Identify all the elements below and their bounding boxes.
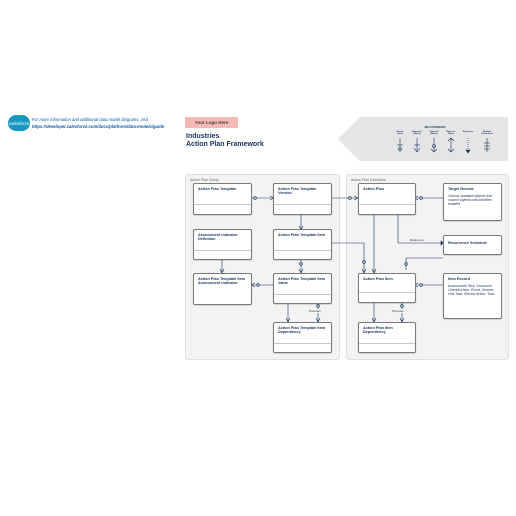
- entity-action-plan[interactable]: Action Plan: [358, 183, 416, 215]
- entity-assessment-indicator-definition[interactable]: Assessment Indicator Definition: [193, 229, 252, 260]
- entity-action-plan-template-item-assessment-indicator[interactable]: Action Plan Template Item Assessment Ind…: [193, 273, 252, 305]
- logo-text: salesforce: [8, 120, 30, 126]
- legend-item-label: Reference: [462, 131, 474, 133]
- info-link[interactable]: https://developer.salesforce.com/docs/pl…: [32, 124, 165, 129]
- entity-recurrence-schedule[interactable]: Recurrence Schedule: [443, 235, 502, 255]
- legend: [362, 117, 508, 161]
- entity-name: Action Plan Item: [363, 276, 393, 281]
- entity-divider: [274, 294, 331, 295]
- entity-action-plan-item-dependency[interactable]: Action Plan Item Dependency: [358, 322, 416, 353]
- entity-action-plan-template[interactable]: Action Plan Template: [193, 183, 252, 215]
- entity-name: Action Plan Template Item Assessment Ind…: [198, 276, 246, 286]
- exec-previous-label: Previous: [392, 309, 404, 313]
- entity-name: Target Record: [448, 186, 474, 191]
- page-title: Action Plan Framework: [186, 141, 264, 148]
- legend-item-label: Parent (One): [396, 131, 404, 135]
- setup-panel-label: Action Plan Setup: [190, 178, 219, 182]
- reference-label: Reference: [410, 238, 424, 242]
- entity-name: Assessment Indicator Definition: [198, 232, 238, 242]
- salesforce-logo: salesforce: [8, 115, 30, 131]
- title-line-1: Industries: [186, 133, 220, 140]
- entity-action-plan-template-item-dependency[interactable]: Action Plan Template Item Dependency: [273, 322, 332, 353]
- item-record-note: Assessment Task, Document Checklist Item…: [448, 284, 495, 297]
- entity-target-record[interactable]: Target Record Various standard objects a…: [443, 183, 502, 221]
- legend-item-label: Many-to- Many: [446, 131, 456, 135]
- entity-name: Action Plan Template Item Dependency: [278, 325, 326, 335]
- entity-name: Action Plan Template Version: [278, 186, 317, 196]
- entity-action-plan-template-version[interactable]: Action Plan Template Version: [273, 183, 332, 215]
- legend-item-label: Required (Many): [412, 131, 422, 135]
- entity-divider: [274, 250, 331, 251]
- entity-action-plan-template-item-value[interactable]: Action Plan Template Item Value: [273, 273, 332, 304]
- entity-divider: [359, 204, 415, 205]
- entity-divider: [359, 343, 415, 344]
- setup-previous-label: Previous: [309, 309, 321, 313]
- legend-title: RELATIONSHIPS: [424, 126, 446, 129]
- entity-name: Action Plan Template Item Value: [278, 276, 326, 286]
- entity-name: Recurrence Schedule: [448, 241, 487, 245]
- info-line-1: For more information and additional data…: [32, 117, 148, 122]
- entity-action-plan-template-item[interactable]: Action Plan Template Item: [273, 229, 332, 260]
- entity-action-plan-item[interactable]: Action Plan Item: [358, 273, 416, 303]
- entity-divider: [274, 204, 331, 205]
- target-note: Various standard objects and custom obje…: [448, 194, 492, 207]
- execution-panel-label: Action Plan Execution: [351, 178, 386, 182]
- entity-divider: [359, 292, 415, 293]
- entity-divider: [274, 343, 331, 344]
- entity-name: Action Plan Item Dependency: [363, 325, 393, 335]
- entity-divider: [194, 250, 251, 251]
- entity-name: Action Plan: [363, 186, 384, 191]
- entity-name: Item Record: [448, 276, 470, 281]
- logo-placeholder: Your Logo Here: [185, 117, 238, 128]
- legend-item-label: Optional (Many): [429, 131, 439, 135]
- entity-name: Action Plan Template: [198, 186, 237, 191]
- entity-name: Action Plan Template Item: [278, 232, 326, 237]
- entity-item-record[interactable]: Item Record Assessment Task, Document Ch…: [443, 273, 502, 319]
- entity-divider: [194, 204, 251, 205]
- legend-item-label: Multiple Inheritance: [481, 131, 493, 135]
